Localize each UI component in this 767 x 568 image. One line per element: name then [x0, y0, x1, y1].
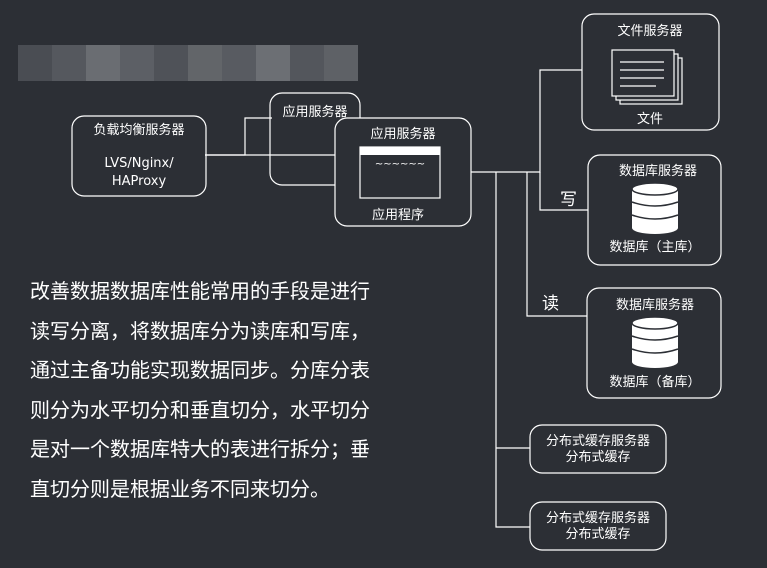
database-master-icon — [631, 182, 679, 234]
documents-icon — [611, 49, 683, 105]
app-window-icon — [359, 146, 441, 199]
database-slave-icon — [631, 316, 679, 368]
connector-db-slave — [526, 172, 587, 317]
file-label: 文件 — [637, 112, 663, 127]
connector-db-master — [539, 172, 588, 211]
db-slave-title: 数据库服务器 — [616, 297, 694, 313]
file-server-title: 文件服务器 — [617, 23, 682, 39]
app-program-label: 应用程序 — [372, 207, 424, 223]
db-slave-box — [586, 287, 722, 399]
lb-server-line2: HAProxy — [112, 174, 167, 189]
description-paragraph: 改善数据数据库性能常用的手段是进行 读写分离，将数据库分为读库和写库， 通过主备… — [30, 272, 410, 509]
file-server-box — [581, 13, 720, 131]
db-master-box — [587, 154, 722, 266]
paragraph-line: 则分为水平切分和垂直切分，水平切分 — [30, 397, 370, 422]
cache-server-1-box — [529, 424, 667, 474]
cache-server-2-line1: 分布式缓存服务器 — [546, 510, 650, 526]
paragraph-line: 通过主备功能实现数据同步。分库分表 — [30, 358, 370, 382]
app-server-back-title: 应用服务器 — [282, 104, 347, 120]
write-label: 写 — [560, 190, 577, 210]
blurred-watermark — [18, 45, 358, 81]
db-slave-label: 数据库（备库） — [609, 374, 700, 390]
app-window-titlebar — [360, 147, 440, 155]
db-master-label: 数据库（主库） — [609, 239, 700, 255]
lb-server-line1: LVS/Nginx/ — [104, 156, 174, 171]
paragraph-line: 直切分则是根据业务不同来切分。 — [30, 476, 330, 501]
read-label: 读 — [542, 294, 559, 314]
connector-lb-app1 — [205, 117, 272, 156]
lb-server-title: 负载均衡服务器 — [93, 122, 184, 138]
cache-server-2-box — [529, 501, 667, 551]
cache-server-2-line2: 分布式缓存 — [565, 527, 630, 542]
paragraph-line: 读写分离，将数据库分为读库和写库， — [30, 318, 370, 343]
db-master-title: 数据库服务器 — [619, 163, 697, 179]
cache-server-1-line1: 分布式缓存服务器 — [546, 433, 650, 449]
paragraph-line: 是对一个数据库特大的表进行拆分；垂 — [30, 437, 370, 461]
cache-server-1-line2: 分布式缓存 — [565, 450, 630, 465]
connector-cache-bus — [495, 172, 530, 528]
connector-files — [470, 69, 582, 173]
app-window-squiggle: ~~~~~~ — [375, 159, 425, 170]
paragraph-line: 改善数据数据库性能常用的手段是进行 — [30, 279, 370, 303]
app-server-front-title: 应用服务器 — [370, 126, 435, 142]
lb-server-box — [71, 115, 207, 197]
